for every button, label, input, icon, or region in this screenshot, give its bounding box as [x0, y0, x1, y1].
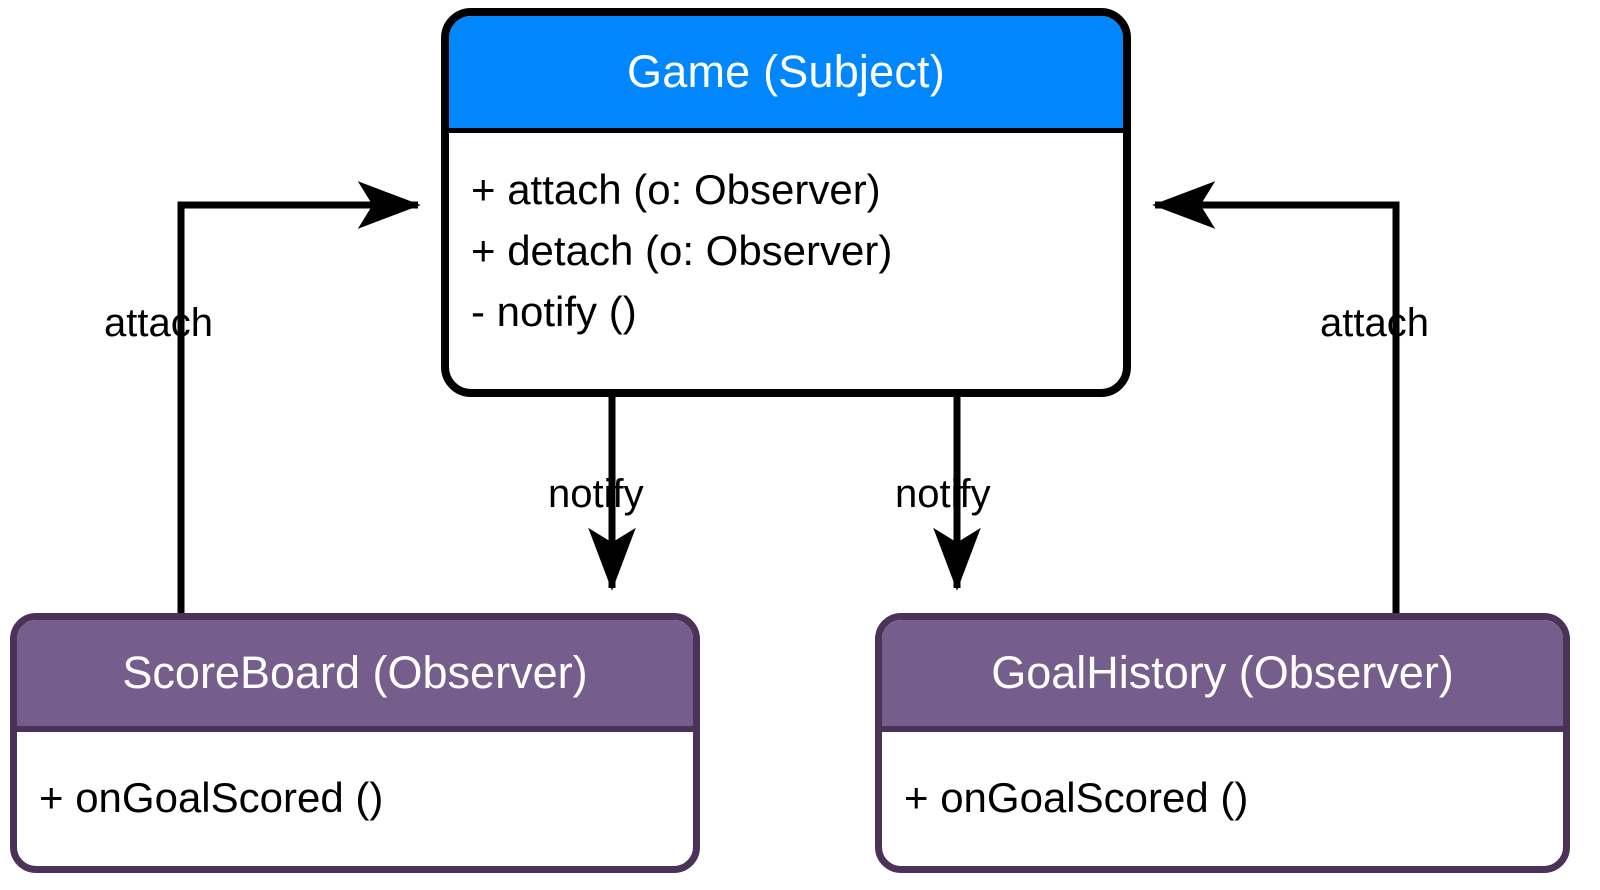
- edge-attach-right: [1152, 181, 1400, 613]
- edge-label-notify-left: notify: [548, 472, 644, 516]
- class-box-scoreboard[interactable]: ScoreBoard (Observer) + onGoalScored (): [10, 613, 700, 873]
- class-box-game[interactable]: Game (Subject) + attach (o: Observer) + …: [441, 8, 1131, 397]
- class-member: - notify (): [471, 288, 637, 335]
- class-title-scoreboard: ScoreBoard (Observer): [17, 620, 693, 732]
- class-member: + attach (o: Observer): [471, 166, 881, 213]
- edge-label-notify-right: notify: [895, 472, 991, 516]
- edge-label-attach-right: attach: [1320, 301, 1429, 345]
- class-box-goalhistory[interactable]: GoalHistory (Observer) + onGoalScored (): [875, 613, 1570, 873]
- class-member: + onGoalScored (): [904, 774, 1249, 821]
- class-member: + onGoalScored (): [39, 774, 384, 821]
- class-members-scoreboard: + onGoalScored (): [17, 732, 693, 824]
- class-title-game: Game (Subject): [449, 16, 1123, 133]
- class-members-goalhistory: + onGoalScored (): [882, 732, 1563, 824]
- class-members-game: + attach (o: Observer) + detach (o: Obse…: [449, 133, 1123, 342]
- class-title-goalhistory: GoalHistory (Observer): [882, 620, 1563, 732]
- class-member: + detach (o: Observer): [471, 227, 893, 274]
- edge-label-attach-left: attach: [104, 301, 213, 345]
- edge-attach-left: [177, 181, 421, 613]
